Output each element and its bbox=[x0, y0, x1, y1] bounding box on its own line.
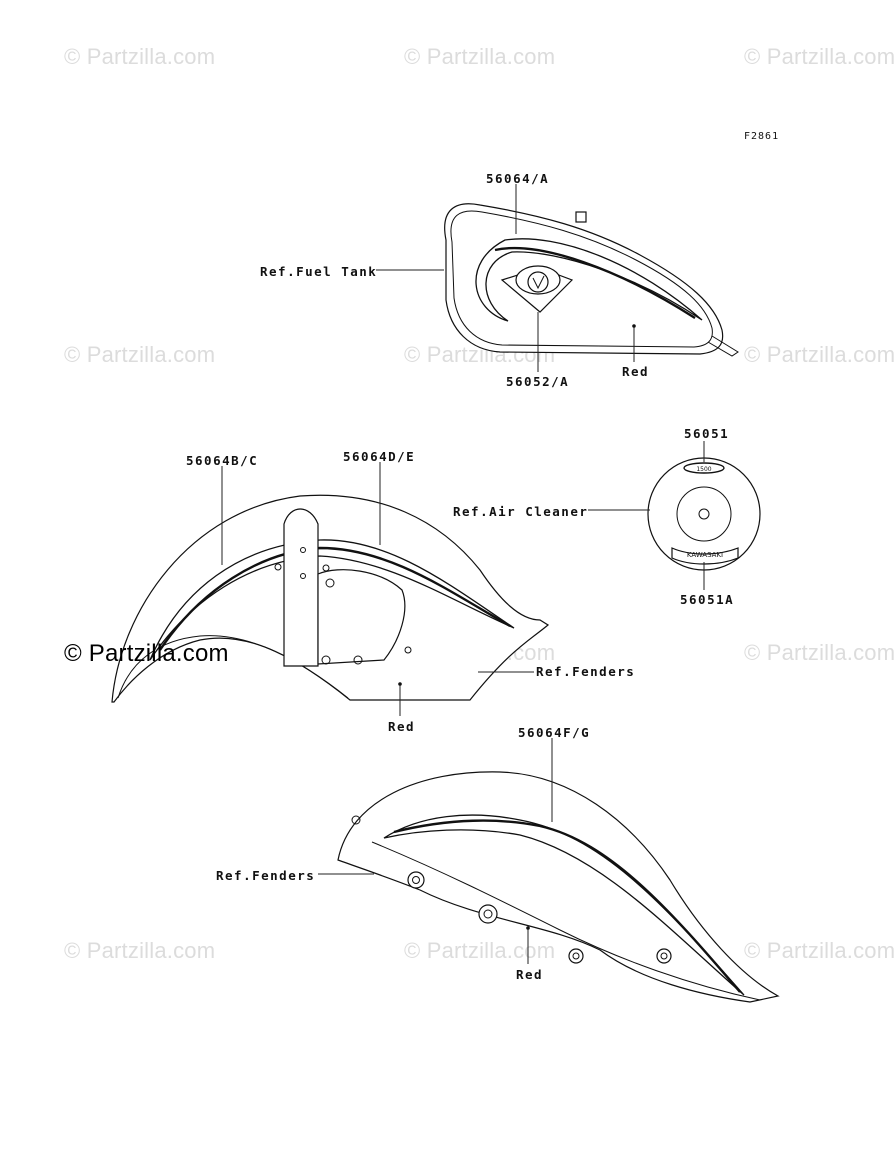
watermark: © Partzilla.com bbox=[744, 938, 894, 963]
label-front-right: 56064D/E bbox=[343, 449, 416, 464]
front-fender-drawing bbox=[111, 494, 550, 703]
label-front-fenders: Ref.Fenders bbox=[536, 664, 636, 679]
label-front-color: Red bbox=[388, 719, 416, 734]
label-tank-color: Red bbox=[622, 364, 650, 379]
fuel-tank-drawing bbox=[444, 203, 739, 357]
label-tank-emblem: 56052/A bbox=[506, 374, 570, 389]
watermark: © Partzilla.com bbox=[64, 342, 216, 367]
air-cleaner-drawing: 1500 KAWASAKI bbox=[647, 457, 761, 571]
label-air-top: 56051 bbox=[684, 426, 730, 441]
label-front-left: 56064B/C bbox=[186, 453, 259, 468]
label-tank-stripe: 56064/A bbox=[486, 171, 550, 186]
watermark: © Partzilla.com bbox=[744, 640, 894, 665]
label-rear-stripe: 56064F/G bbox=[518, 725, 591, 740]
watermark: © Partzilla.com bbox=[64, 44, 216, 69]
figure-code: F2861 bbox=[744, 131, 780, 142]
watermark: © Partzilla.com bbox=[404, 44, 556, 69]
air-cleaner-brand-mark: KAWASAKI bbox=[687, 551, 723, 559]
watermark: © Partzilla.com bbox=[744, 44, 894, 69]
watermark-dark: © Partzilla.com bbox=[64, 640, 229, 667]
watermark: © Partzilla.com bbox=[64, 938, 216, 963]
air-cleaner-badge-mark: 1500 bbox=[696, 466, 711, 473]
label-rear-fenders: Ref.Fenders bbox=[216, 868, 316, 883]
label-fuel-tank: Ref.Fuel Tank bbox=[260, 264, 378, 279]
watermark: © Partzilla.com bbox=[404, 938, 556, 963]
rear-fender-drawing bbox=[337, 771, 780, 1003]
label-rear-color: Red bbox=[516, 967, 544, 982]
label-air-bottom: 56051A bbox=[680, 592, 735, 607]
watermark: © Partzilla.com bbox=[744, 342, 894, 367]
label-air-cleaner: Ref.Air Cleaner bbox=[453, 504, 589, 519]
